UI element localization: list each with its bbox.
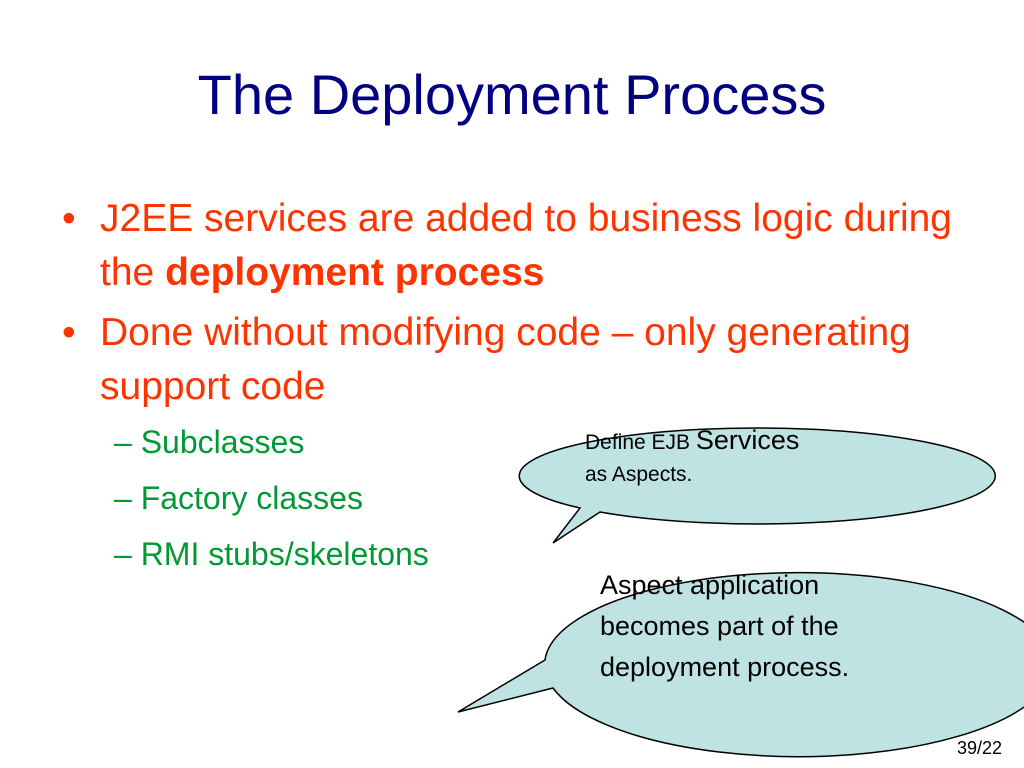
callout-bubble-define-ejb	[518, 427, 997, 544]
bullet-bold-text: deployment process	[165, 251, 545, 294]
slide-title: The Deployment Process	[197, 63, 827, 126]
callout-bubble-aspect-application	[457, 571, 1024, 758]
sub-bullet-item: – Subclasses	[114, 424, 305, 460]
sub-bullet-list: – Subclasses – Factory classes – RMI stu…	[62, 414, 982, 582]
callout-text-define-ejb: Define EJB Services as Aspects.	[585, 424, 915, 491]
callout-text-part: as Aspects.	[585, 463, 693, 486]
page-number: 39/22	[956, 738, 1002, 758]
bullet-item: • J2EE services are added to business lo…	[62, 192, 982, 300]
callout-text-part: Services	[695, 425, 800, 455]
callout-text-line: Aspect application	[600, 570, 820, 600]
bullet-text: Done without modifying code – only gener…	[100, 311, 911, 408]
callout-text-line: deployment process.	[600, 652, 850, 682]
callout-text-aspect-application: Aspect application becomes part of the d…	[600, 565, 960, 688]
bullet-item: • Done without modifying code – only gen…	[62, 306, 982, 414]
bullet-list: • J2EE services are added to business lo…	[62, 192, 982, 582]
sub-bullet-item: – RMI stubs/skeletons	[114, 536, 429, 572]
bullet-marker: •	[62, 311, 76, 354]
bullet-text: J2EE services are added to business logi…	[100, 197, 952, 294]
bullet-marker: •	[62, 197, 76, 240]
sub-bullet-item: – Factory classes	[114, 480, 363, 516]
callout-text-line: becomes part of the	[600, 611, 839, 641]
callout-text-part: Define EJB	[585, 431, 696, 454]
